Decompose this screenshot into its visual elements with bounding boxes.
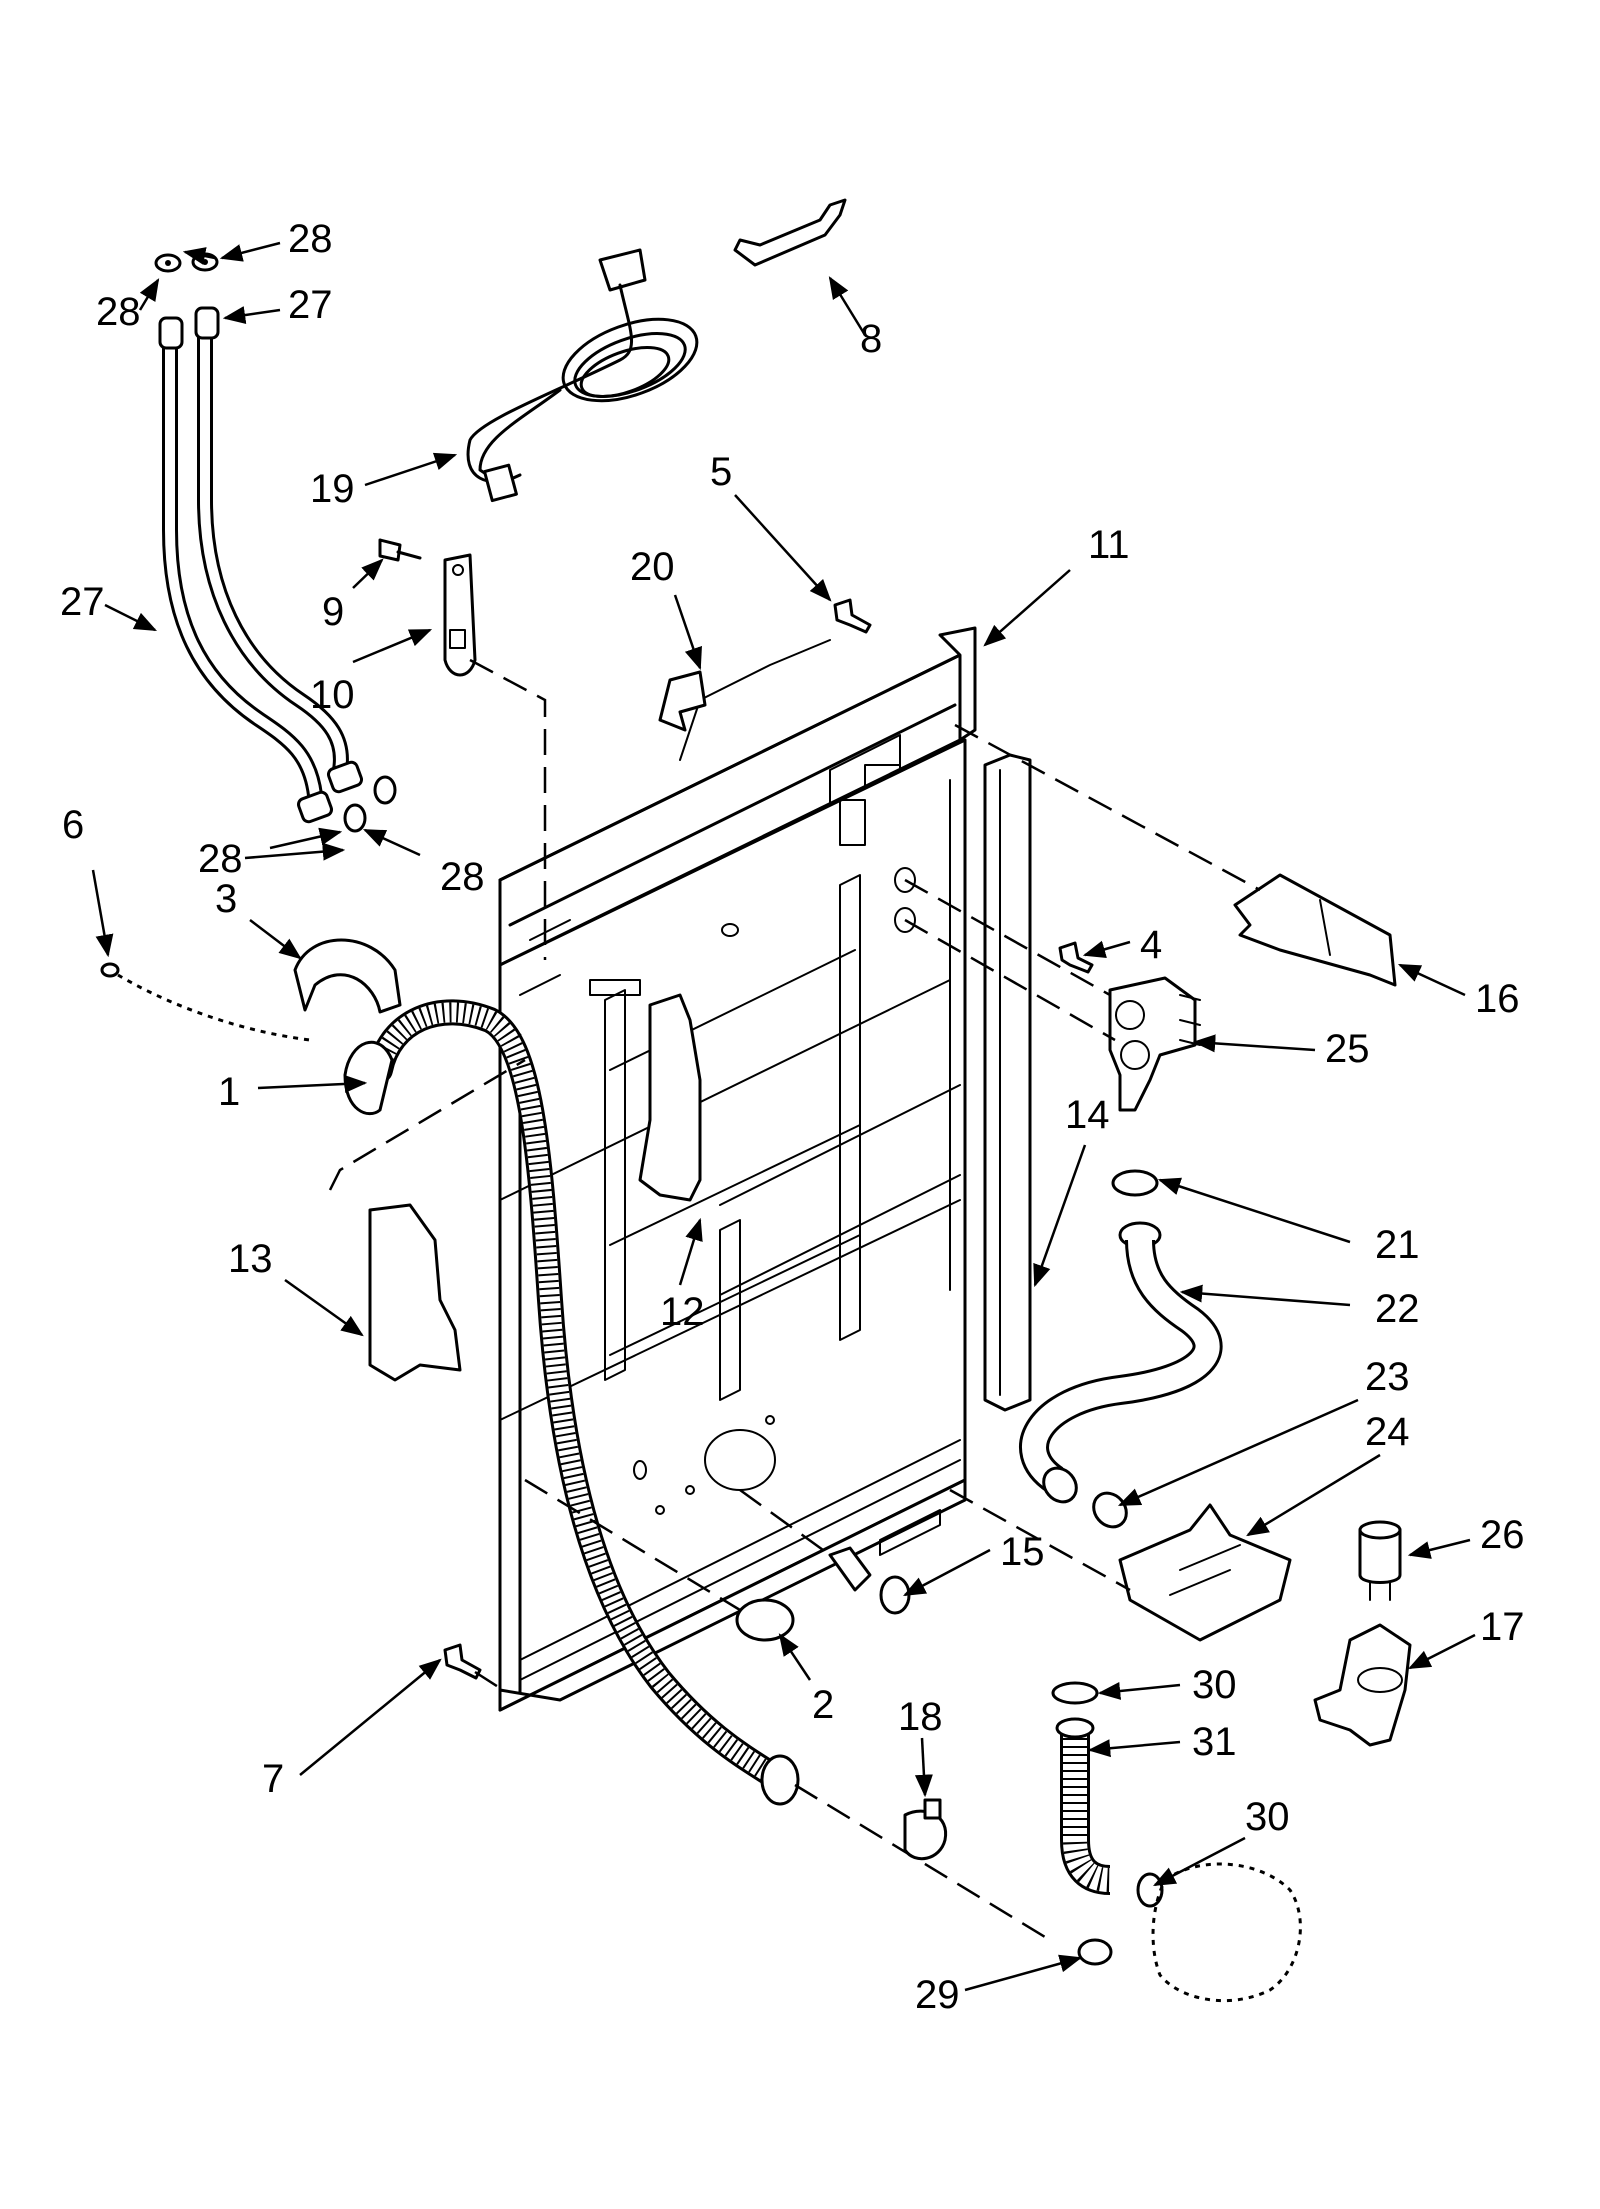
inlet-hoses bbox=[154, 252, 397, 833]
clamp-2 bbox=[735, 1598, 795, 1642]
callout-22: 22 bbox=[1375, 1287, 1420, 1331]
drain-hose bbox=[343, 999, 800, 1806]
rear-panel bbox=[498, 626, 977, 1712]
clamp-18 bbox=[903, 1798, 948, 1861]
cover-13 bbox=[368, 1203, 462, 1382]
callout-19: 19 bbox=[310, 467, 355, 511]
callout-13: 13 bbox=[228, 1237, 273, 1281]
callout-2: 2 bbox=[812, 1683, 834, 1727]
callout-21: 21 bbox=[1375, 1223, 1420, 1267]
callout-5: 5 bbox=[710, 450, 732, 494]
bracket-8 bbox=[733, 198, 847, 267]
callout-4: 4 bbox=[1140, 923, 1162, 967]
cable-tie-6 bbox=[100, 962, 311, 1042]
callout-28-top-right: 28 bbox=[288, 217, 333, 261]
callout-28-lower-left: 28 bbox=[198, 837, 243, 881]
power-cord bbox=[466, 248, 699, 503]
strip-14 bbox=[983, 753, 1032, 1412]
callout-28-lower-right: 28 bbox=[440, 855, 485, 899]
callout-7: 7 bbox=[262, 1757, 284, 1801]
dispenser-24 bbox=[1118, 1503, 1292, 1642]
pump-hose-31 bbox=[1051, 1681, 1302, 2003]
callout-14: 14 bbox=[1065, 1093, 1110, 1137]
callout-labels: 28 28 27 8 19 5 11 20 27 9 10 6 28 28 3 … bbox=[60, 217, 1525, 2017]
bracket-16 bbox=[1233, 873, 1397, 987]
callout-16: 16 bbox=[1475, 977, 1520, 1021]
callout-15: 15 bbox=[1000, 1530, 1045, 1574]
plug-15 bbox=[828, 1546, 911, 1615]
callout-29: 29 bbox=[915, 1973, 960, 2017]
callout-8: 8 bbox=[860, 317, 882, 361]
callout-27-top: 27 bbox=[288, 283, 333, 327]
callout-6: 6 bbox=[62, 803, 84, 847]
callout-11: 11 bbox=[1088, 523, 1130, 567]
callout-28-top-left: 28 bbox=[96, 290, 141, 334]
callout-24: 24 bbox=[1365, 1410, 1410, 1454]
pump-17 bbox=[1313, 1623, 1412, 1747]
water-valve-25 bbox=[1058, 941, 1201, 1112]
callout-9: 9 bbox=[322, 590, 344, 634]
callout-17: 17 bbox=[1480, 1605, 1525, 1649]
screw-5 bbox=[833, 598, 872, 634]
callout-10: 10 bbox=[310, 673, 355, 717]
callout-3: 3 bbox=[215, 877, 237, 921]
callout-26: 26 bbox=[1480, 1513, 1525, 1557]
strap-10 bbox=[378, 538, 477, 677]
callout-18: 18 bbox=[898, 1695, 943, 1739]
callout-12: 12 bbox=[660, 1290, 705, 1334]
callout-23: 23 bbox=[1365, 1355, 1410, 1399]
callout-leaders bbox=[91, 241, 1476, 1992]
clip-20 bbox=[658, 670, 707, 732]
callout-27-side: 27 bbox=[60, 580, 105, 624]
callout-1: 1 bbox=[218, 1070, 240, 1114]
callout-25: 25 bbox=[1325, 1027, 1370, 1071]
capacitor-26 bbox=[1358, 1520, 1402, 1601]
callout-30-upper: 30 bbox=[1192, 1663, 1237, 1707]
callout-31: 31 bbox=[1192, 1720, 1237, 1764]
callout-30-lower: 30 bbox=[1245, 1795, 1290, 1839]
callout-20: 20 bbox=[630, 545, 675, 589]
bracket-12 bbox=[638, 993, 702, 1202]
clip-3 bbox=[293, 938, 402, 1014]
